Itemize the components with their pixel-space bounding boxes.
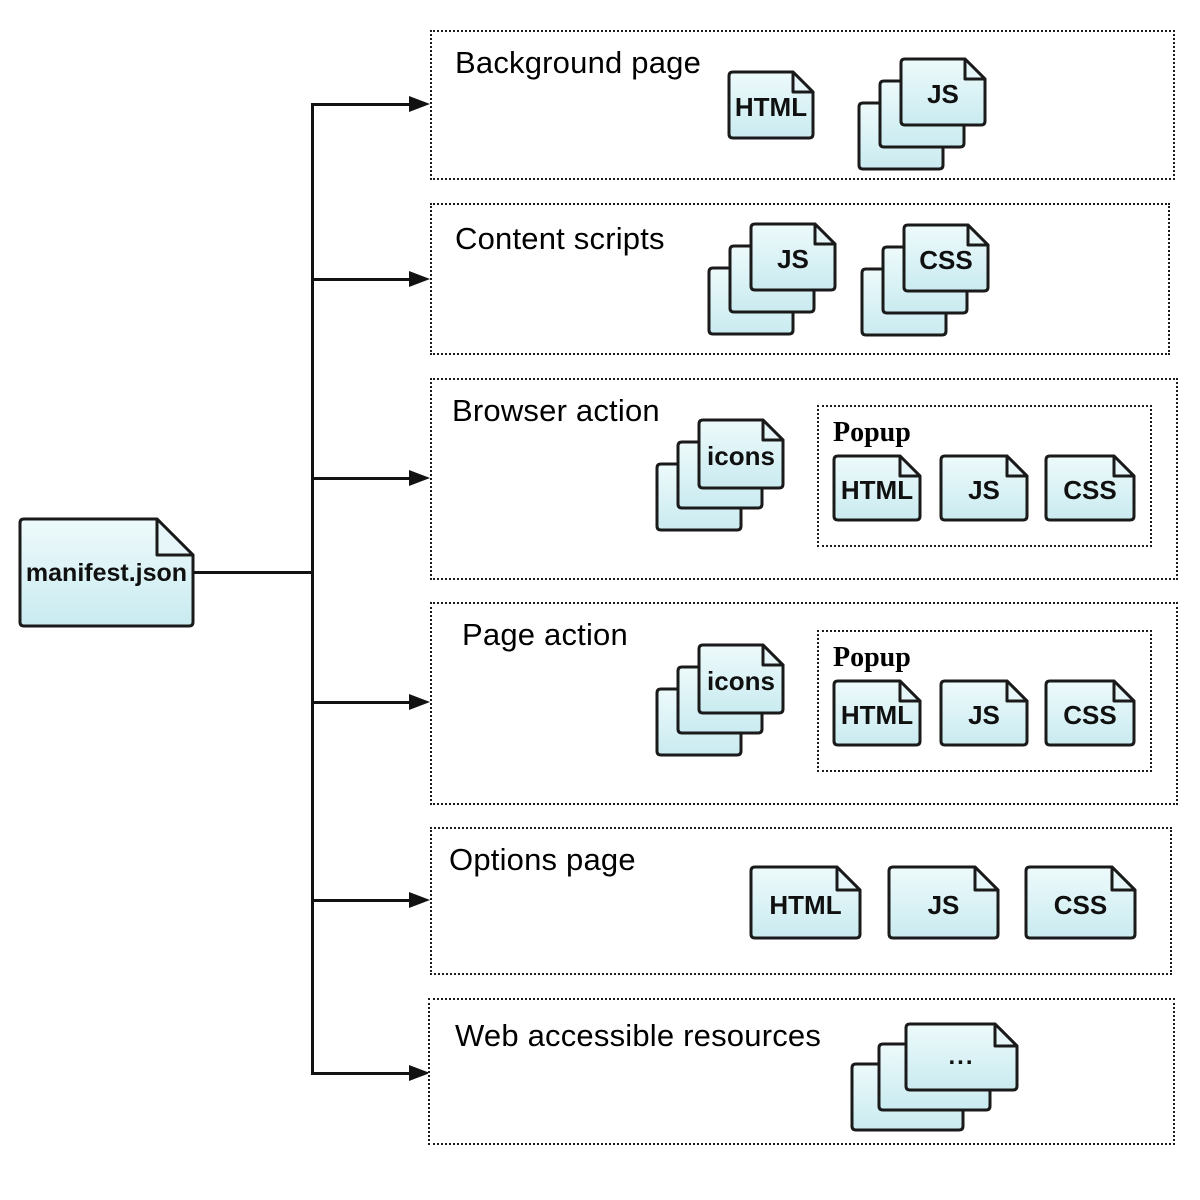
- js-file-label: JS: [927, 889, 960, 920]
- connector-branch-page-action: [313, 701, 410, 704]
- stack-front-doc: JS: [899, 57, 987, 127]
- section-browser-action: Browser action icons Popup HTML JS CSS: [430, 378, 1178, 580]
- js-file-icon: JS: [939, 679, 1029, 747]
- js-file-label: JS: [777, 244, 809, 274]
- section-web-accessible-resources: Web accessible resources ...: [428, 998, 1175, 1145]
- section-title-page-action: Page action: [462, 617, 628, 652]
- section-content-scripts: Content scripts JS CSS: [430, 203, 1170, 355]
- js-file-label: JS: [968, 475, 1000, 505]
- css-file-label: CSS: [1053, 889, 1108, 920]
- connector-manifest-to-trunk: [194, 571, 313, 574]
- stack-front-doc: JS: [749, 222, 837, 292]
- html-file-icon: HTML: [832, 679, 922, 747]
- stack-front-doc: icons: [697, 418, 785, 490]
- css-file-icon: CSS: [1024, 865, 1137, 940]
- css-file-icon: CSS: [1044, 454, 1136, 522]
- js-file-stack-icon: JS: [707, 222, 837, 336]
- icons-file-label: icons: [707, 666, 775, 696]
- html-file-label: HTML: [734, 92, 808, 122]
- stack-front-doc: CSS: [902, 223, 990, 293]
- manifest-json-file-icon: manifest.json: [18, 517, 195, 628]
- popup-title: Popup: [833, 417, 911, 448]
- js-file-label: JS: [968, 700, 1000, 730]
- css-file-label: CSS: [919, 245, 973, 275]
- js-file-label: JS: [927, 79, 959, 109]
- arrowhead-browser-action: [409, 470, 430, 486]
- section-page-action: Page action icons Popup HTML JS CSS: [430, 602, 1178, 805]
- arrowhead-page-action: [409, 694, 430, 710]
- css-file-label: CSS: [1063, 700, 1117, 730]
- popup-box-browser-action: Popup HTML JS CSS: [817, 405, 1152, 547]
- arrowhead-content-scripts: [409, 271, 430, 287]
- icons-file-label: icons: [707, 441, 775, 471]
- js-file-icon: JS: [887, 865, 1000, 940]
- section-title-content-scripts: Content scripts: [455, 221, 665, 256]
- section-title-browser-action: Browser action: [452, 393, 660, 428]
- arrowhead-web-accessible-resources: [409, 1065, 430, 1081]
- connector-branch-background-page: [313, 103, 410, 106]
- section-title-web-accessible-resources: Web accessible resources: [455, 1018, 822, 1053]
- html-file-icon: HTML: [749, 865, 862, 940]
- icons-file-stack-icon: icons: [655, 643, 785, 757]
- popup-title: Popup: [833, 642, 911, 673]
- arrowhead-background-page: [409, 96, 430, 112]
- resources-file-stack-icon: ...: [850, 1022, 1020, 1132]
- html-file-label: HTML: [840, 475, 914, 505]
- css-file-icon: CSS: [1044, 679, 1136, 747]
- arrowhead-options-page: [409, 892, 430, 908]
- manifest-json-label: manifest.json: [25, 559, 188, 587]
- html-file-label: HTML: [840, 700, 914, 730]
- connector-trunk: [311, 103, 314, 1075]
- js-file-stack-icon: JS: [857, 57, 987, 171]
- js-file-icon: JS: [939, 454, 1029, 522]
- html-file-label: HTML: [769, 889, 842, 920]
- section-title-options-page: Options page: [449, 842, 636, 877]
- connector-branch-content-scripts: [313, 278, 410, 281]
- connector-branch-options-page: [313, 899, 410, 902]
- html-file-icon: HTML: [832, 454, 922, 522]
- css-file-stack-icon: CSS: [860, 223, 990, 337]
- ellipsis-file-label: ...: [948, 1043, 975, 1070]
- section-background-page: Background page HTML JS: [430, 30, 1175, 180]
- connector-branch-browser-action: [313, 477, 410, 480]
- connector-branch-web-accessible-resources: [313, 1072, 410, 1075]
- stack-front-doc: ...: [904, 1022, 1019, 1092]
- popup-box-page-action: Popup HTML JS CSS: [817, 630, 1152, 772]
- section-title-background-page: Background page: [455, 45, 702, 80]
- css-file-label: CSS: [1063, 475, 1117, 505]
- icons-file-stack-icon: icons: [655, 418, 785, 532]
- section-options-page: Options page HTML JS CSS: [430, 827, 1172, 975]
- html-file-icon: HTML: [727, 70, 815, 140]
- stack-front-doc: icons: [697, 643, 785, 715]
